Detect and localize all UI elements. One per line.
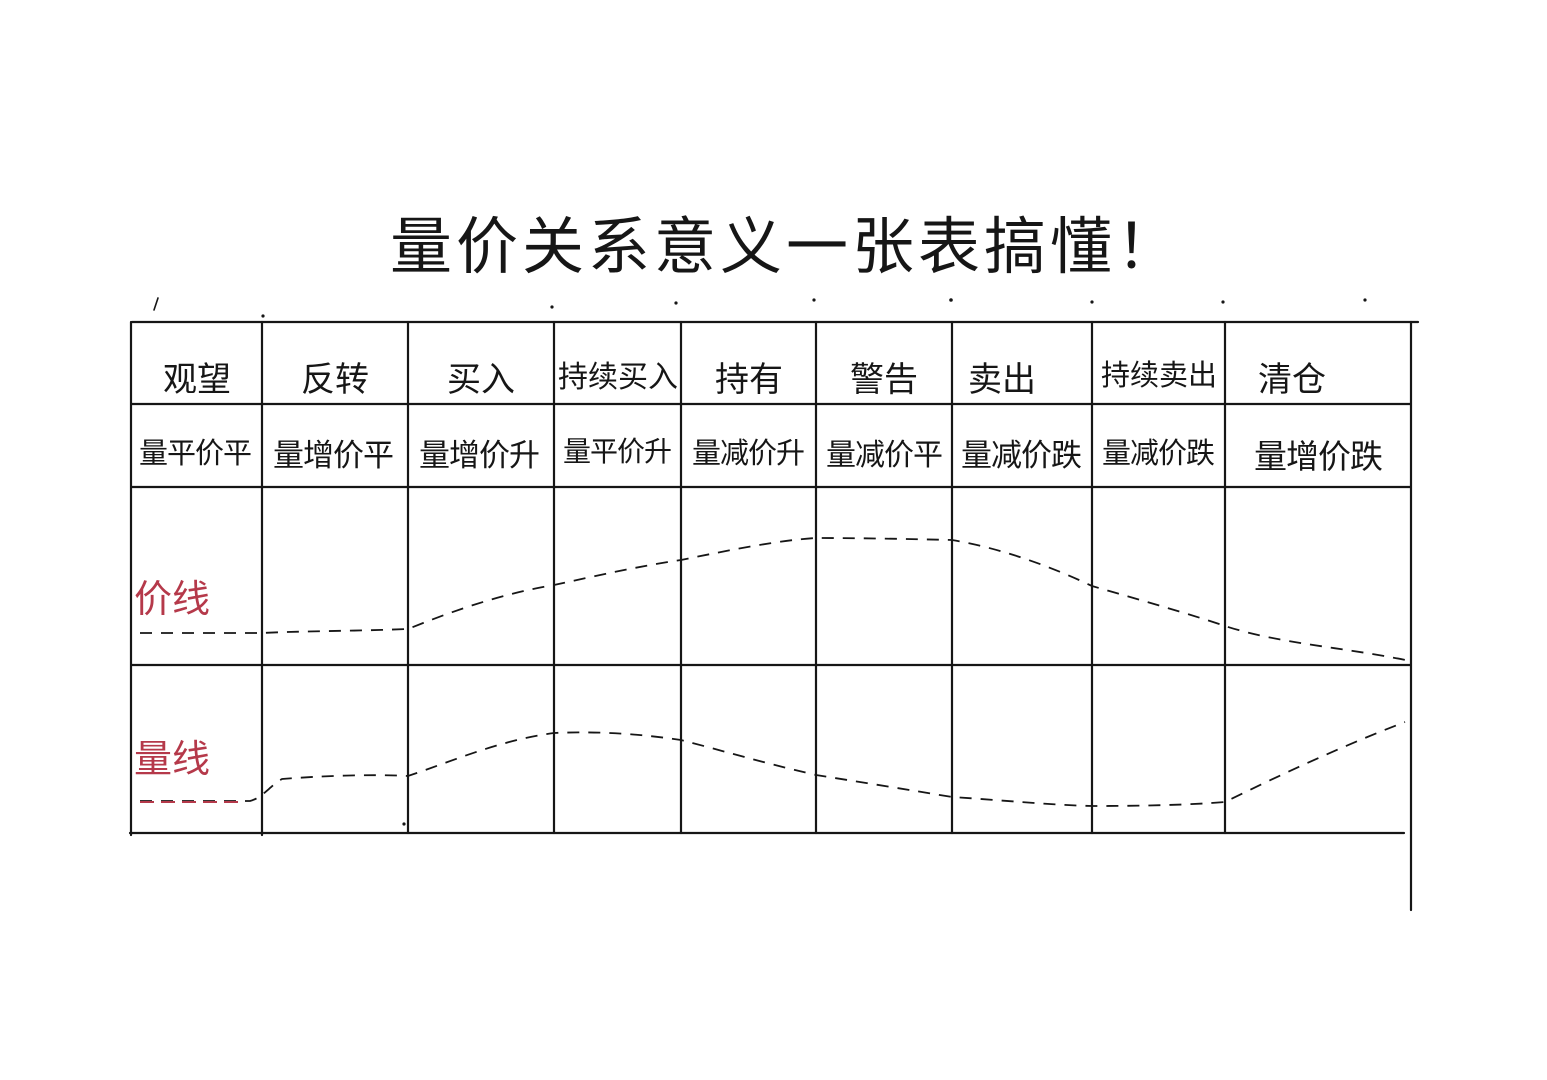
- stage-label-sell: 卖出: [968, 360, 1036, 400]
- stage-label-keep-buying: 持续买入: [558, 360, 678, 395]
- relation-label-2: 量增价平: [273, 438, 394, 474]
- volume-line-label: 量线: [134, 737, 211, 781]
- relation-label-7: 量减价跌: [961, 438, 1082, 474]
- stage-label-clear-position: 清仓: [1258, 360, 1326, 400]
- stage-label-buy: 买入: [447, 360, 515, 400]
- stage-label-hold: 持有: [715, 360, 783, 400]
- relation-label-3: 量增价升: [419, 438, 540, 474]
- price-line-label: 价线: [134, 577, 211, 621]
- stage-label-keep-selling: 持续卖出: [1100, 358, 1218, 392]
- stage-label-warning: 警告: [850, 360, 918, 400]
- price-line: [140, 537, 1411, 662]
- relation-label-6: 量减价平: [826, 438, 943, 473]
- volume-line: [140, 721, 1406, 807]
- stage-label-reversal: 反转: [301, 360, 369, 400]
- relation-label-9: 量增价跌: [1254, 437, 1383, 476]
- stage-label-wait: 观望: [163, 360, 231, 400]
- relation-label-4: 量平价升: [562, 435, 672, 468]
- relation-label-1: 量平价平: [138, 436, 252, 470]
- page-title: 量价关系意义一张表搞懂！: [390, 210, 1183, 283]
- relation-label-5: 量减价升: [691, 436, 805, 470]
- relation-label-8: 量减价跌: [1101, 436, 1215, 470]
